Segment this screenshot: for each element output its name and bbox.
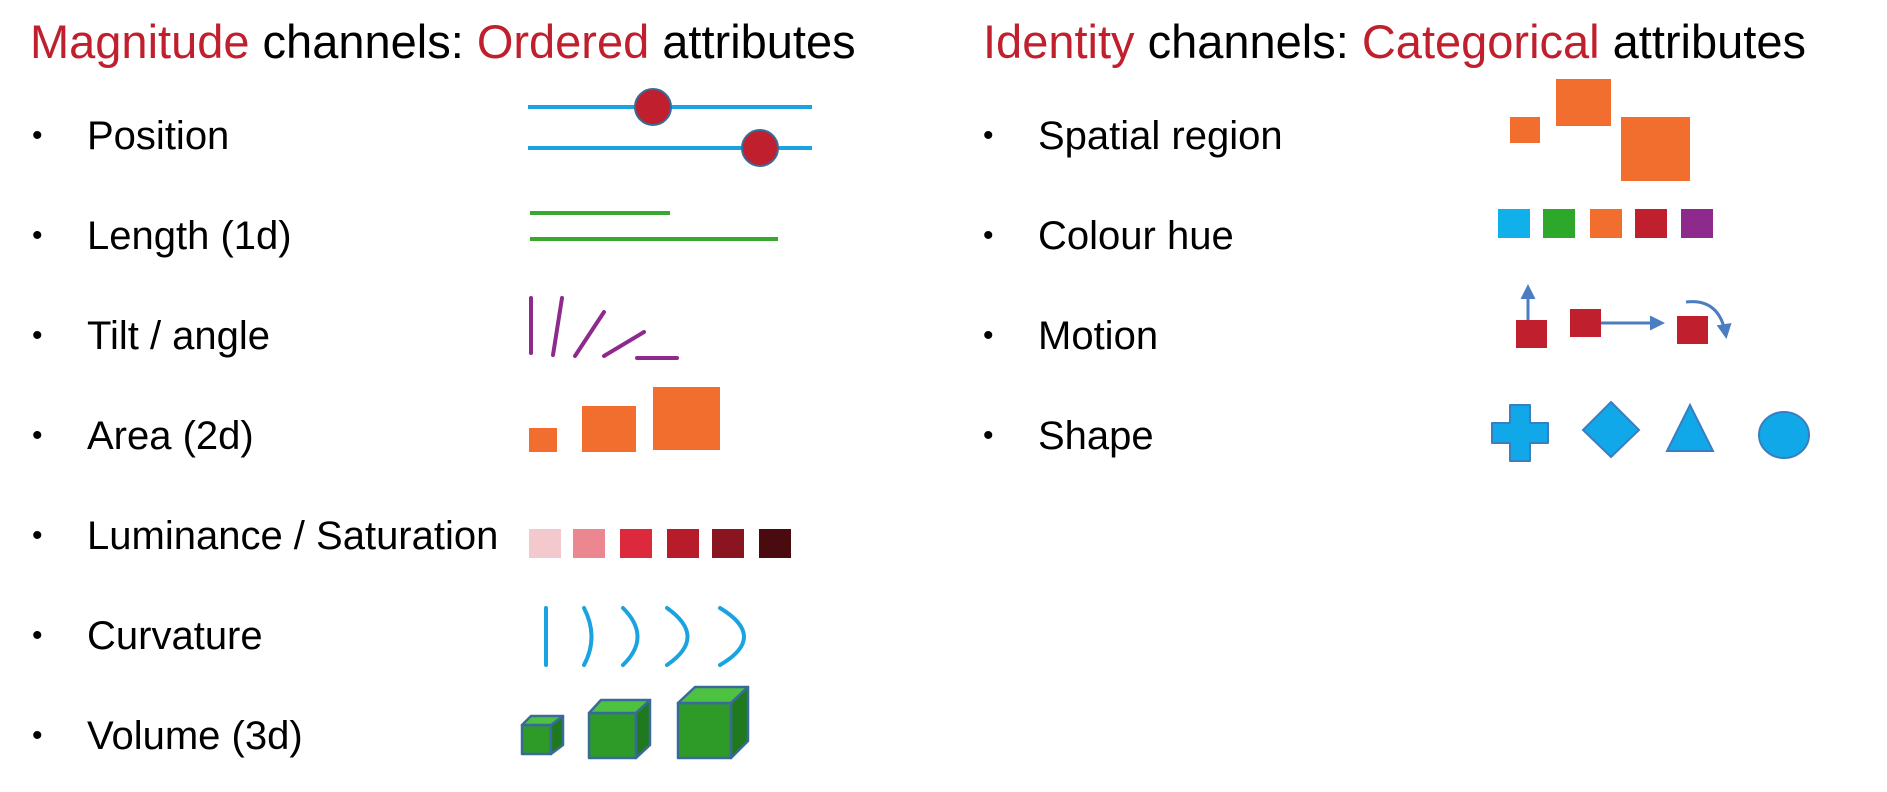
curve-arc-2 — [582, 606, 594, 667]
luminance-swatch-5 — [712, 529, 744, 558]
bullet-hue: • — [983, 219, 994, 252]
volume-glyph — [520, 685, 750, 760]
hue-swatch-2 — [1543, 209, 1575, 238]
motion-square-1 — [1516, 320, 1547, 348]
identity-heading-text-1: channels: — [1134, 15, 1362, 68]
length-glyph — [530, 211, 778, 241]
hue-swatch-1 — [1498, 209, 1530, 238]
item-colour-hue: Colour hue — [1038, 214, 1234, 258]
spatial-square-small — [1510, 117, 1540, 143]
tilt-line-4 — [602, 330, 646, 358]
magnitude-heading-text-2: attributes — [649, 15, 856, 68]
area-square-medium — [582, 406, 636, 452]
identity-heading: Identity channels: Categorical attribute… — [983, 14, 1806, 69]
identity-heading-text-2: attributes — [1599, 15, 1806, 68]
item-spatial-region: Spatial region — [1038, 114, 1283, 158]
shape-circle — [1758, 411, 1810, 459]
item-tilt: Tilt / angle — [87, 314, 271, 358]
curve-arc-5 — [718, 606, 746, 667]
identity-heading-accent-1: Identity — [983, 15, 1135, 68]
tilt-glyph — [529, 296, 679, 360]
bullet-luminance: • — [32, 519, 43, 552]
luminance-swatch-6 — [759, 529, 791, 558]
area-square-small — [529, 428, 557, 452]
hue-glyph — [1498, 209, 1713, 238]
item-length: Length (1d) — [87, 214, 292, 258]
cube-medium — [587, 698, 652, 760]
bullet-tilt: • — [32, 319, 43, 352]
magnitude-heading-text-1: channels: — [249, 15, 477, 68]
area-glyph — [529, 387, 720, 452]
bullet-position: • — [32, 119, 43, 152]
magnitude-heading-accent-1: Magnitude — [30, 15, 250, 68]
bullet-shape: • — [983, 419, 994, 452]
luminance-glyph — [529, 529, 791, 558]
motion-glyph — [1516, 284, 1732, 348]
item-position: Position — [87, 114, 230, 158]
item-motion: Motion — [1038, 314, 1159, 358]
bullet-area: • — [32, 419, 43, 452]
slider-dot-1 — [634, 88, 672, 126]
luminance-swatch-2 — [573, 529, 605, 558]
bullet-motion: • — [983, 319, 994, 352]
luminance-swatch-3 — [620, 529, 652, 558]
cube-small — [520, 714, 565, 756]
shape-glyph — [1491, 400, 1810, 462]
shape-cross — [1491, 404, 1549, 462]
identity-heading-accent-2: Categorical — [1361, 15, 1600, 68]
tilt-line-3 — [573, 310, 606, 358]
bullet-length: • — [32, 219, 43, 252]
spatial-square-medium — [1556, 79, 1611, 126]
luminance-swatch-1 — [529, 529, 561, 558]
bullet-curvature: • — [32, 619, 43, 652]
item-luminance: Luminance / Saturation — [87, 514, 499, 558]
item-shape: Shape — [1038, 414, 1154, 458]
motion-square-3 — [1677, 316, 1708, 344]
item-curvature: Curvature — [87, 614, 263, 658]
item-area: Area (2d) — [87, 414, 254, 458]
spatial-glyph — [1510, 79, 1690, 181]
bullet-volume: • — [32, 719, 43, 752]
hue-swatch-5 — [1681, 209, 1713, 238]
magnitude-heading-accent-2: Ordered — [476, 15, 650, 68]
tilt-line-2 — [551, 296, 564, 357]
luminance-swatch-4 — [667, 529, 699, 558]
shape-triangle — [1665, 402, 1715, 452]
hue-swatch-3 — [1590, 209, 1622, 238]
position-glyph — [528, 88, 812, 167]
curve-arc-3 — [621, 606, 640, 667]
curvature-glyph — [544, 606, 746, 667]
item-volume: Volume (3d) — [87, 714, 303, 758]
magnitude-heading: Magnitude channels: Ordered attributes — [30, 14, 856, 69]
slider-dot-2 — [741, 129, 779, 167]
cube-large — [676, 685, 750, 760]
motion-arrow-curve — [1685, 300, 1732, 339]
spatial-square-large — [1621, 117, 1690, 181]
area-square-large — [653, 387, 720, 450]
curve-arc-4 — [665, 606, 690, 667]
hue-swatch-4 — [1635, 209, 1667, 238]
motion-square-2 — [1570, 309, 1601, 337]
bullet-spatial: • — [983, 119, 994, 152]
shape-diamond — [1581, 400, 1641, 459]
